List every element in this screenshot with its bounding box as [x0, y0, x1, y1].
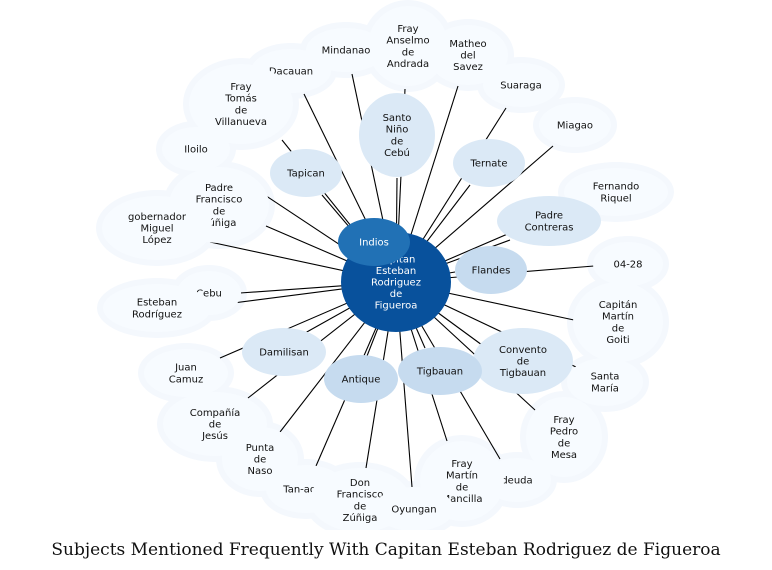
node-label-miagao: MiagaoMiagao — [557, 121, 593, 132]
node-label-n0428: 04-2804-28 — [613, 260, 642, 271]
node-shape-flandes — [455, 246, 527, 294]
node-shape-fray_pedro — [526, 397, 602, 477]
node-label-tanagan: Tan-aganTan-agan — [282, 485, 328, 496]
node-ternate: TernateTernate — [453, 139, 525, 187]
node-n0428: 04-2804-28 — [593, 242, 663, 286]
node-miagao: MiagaoMiagao — [539, 103, 611, 147]
node-label-indios: IndiosIndios — [359, 238, 389, 249]
node-label-ternate: TernateTernate — [469, 159, 507, 170]
node-damilisan: DamilisanDamilisan — [242, 328, 326, 376]
node-label-flandes: FlandesFlandes — [472, 266, 511, 277]
node-shape-convento — [473, 328, 573, 394]
node-shape-indios — [338, 218, 410, 266]
node-shape-suaraga — [483, 63, 559, 107]
node-label-oyungan: OyunganOyungan — [391, 505, 436, 516]
node-shape-padre_contreras — [497, 196, 601, 246]
node-label-damilisan: DamilisanDamilisan — [259, 348, 309, 359]
diagram-title: Subjects Mentioned Frequently With Capit… — [51, 540, 721, 560]
node-shape-santa_maria — [567, 358, 643, 406]
node-shape-oyungan — [374, 487, 454, 530]
node-label-tapican: TapicanTapican — [286, 169, 325, 180]
node-shape-juan_camuz — [144, 349, 228, 397]
node-shape-esteban — [103, 284, 211, 332]
node-label-iloilo: IloiloIloilo — [184, 145, 208, 156]
node-label-deuda: deudadeuda — [501, 476, 532, 487]
node-tapican: TapicanTapican — [270, 149, 342, 197]
node-shape-n0428 — [593, 242, 663, 286]
node-label-antique: AntiqueAntique — [342, 375, 381, 386]
node-shape-santo_nino — [359, 93, 435, 177]
node-shape-iloilo — [162, 127, 230, 171]
node-shape-fray_tomas — [189, 64, 293, 144]
node-shape-ternate — [453, 139, 525, 187]
node-label-mindanao: MindanaoMindanao — [322, 46, 371, 57]
node-indios: IndiosIndios — [338, 218, 410, 266]
node-oyungan: OyunganOyungan — [374, 487, 454, 530]
node-shape-antique — [324, 355, 398, 403]
node-shape-fernando — [564, 168, 668, 216]
node-shape-damilisan — [242, 328, 326, 376]
node-iloilo: IloiloIloilo — [162, 127, 230, 171]
node-shape-tigbauan — [398, 347, 482, 395]
node-shape-gobernador — [102, 196, 212, 260]
node-shape-miagao — [539, 103, 611, 147]
node-shape-matheo — [428, 25, 508, 85]
node-label-cebu: CebuCebu — [196, 289, 222, 300]
node-shape-tapican — [270, 149, 342, 197]
node-flandes: FlandesFlandes — [455, 246, 527, 294]
node-label-suaraga: SuaragaSuaraga — [500, 81, 542, 92]
node-suaraga: SuaragaSuaraga — [483, 63, 559, 107]
node-antique: AntiqueAntique — [324, 355, 398, 403]
node-shape-fray_anselmo — [368, 6, 448, 86]
node-shape-goiti — [573, 282, 663, 362]
node-label-dacauan: DacauanDacauan — [269, 67, 313, 78]
